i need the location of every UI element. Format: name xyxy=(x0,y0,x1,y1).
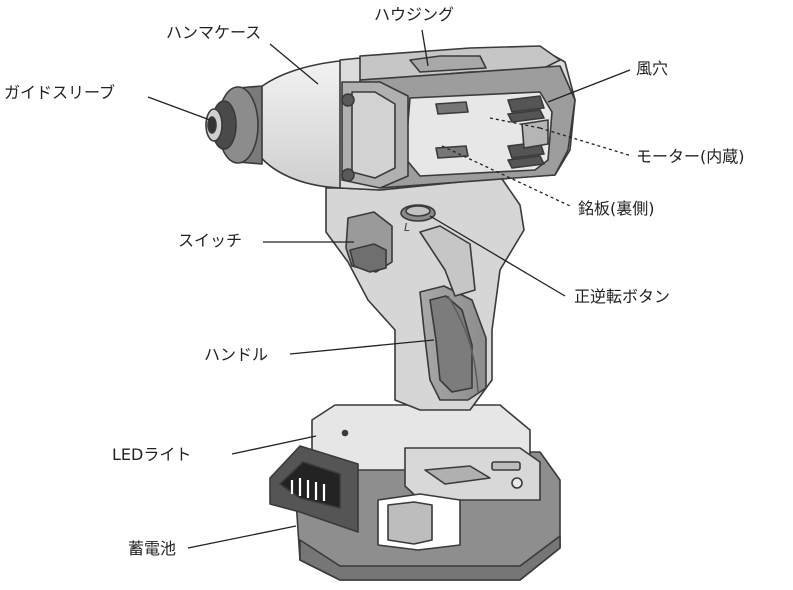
leader-battery xyxy=(187,525,297,549)
leader-lines xyxy=(147,29,633,549)
label-led-light: LEDライト xyxy=(112,445,192,464)
leader-led xyxy=(231,435,317,455)
leader-reverse-button xyxy=(429,215,566,297)
battery-pack xyxy=(269,404,561,581)
handle xyxy=(325,175,525,411)
leader-motor xyxy=(539,127,633,157)
label-switch: スイッチ xyxy=(178,231,243,250)
leader-motor-solid xyxy=(489,117,541,129)
leader-housing xyxy=(421,29,429,67)
battery-logo-mark xyxy=(290,478,326,501)
leader-guide-sleeve xyxy=(147,96,211,121)
label-nameplate: 銘板(裏側) xyxy=(578,199,655,218)
label-reverse-button: 正逆転ボタン xyxy=(574,287,671,306)
tool-head xyxy=(205,45,576,191)
label-battery: 蓄電池 xyxy=(128,539,177,558)
label-hammer-case: ハンマケース xyxy=(166,23,262,42)
leader-handle xyxy=(289,339,435,355)
label-motor: モーター(内蔵) xyxy=(636,147,745,166)
label-guide-sleeve: ガイドスリーブ xyxy=(4,83,116,102)
leader-hammer-case xyxy=(269,43,319,85)
label-air-vent: 風穴 xyxy=(636,59,669,78)
leader-air-vent xyxy=(547,69,631,103)
label-housing: ハウジング xyxy=(374,5,455,24)
label-handle: ハンドル xyxy=(204,345,269,364)
switch-direction-letter: L xyxy=(404,221,410,234)
